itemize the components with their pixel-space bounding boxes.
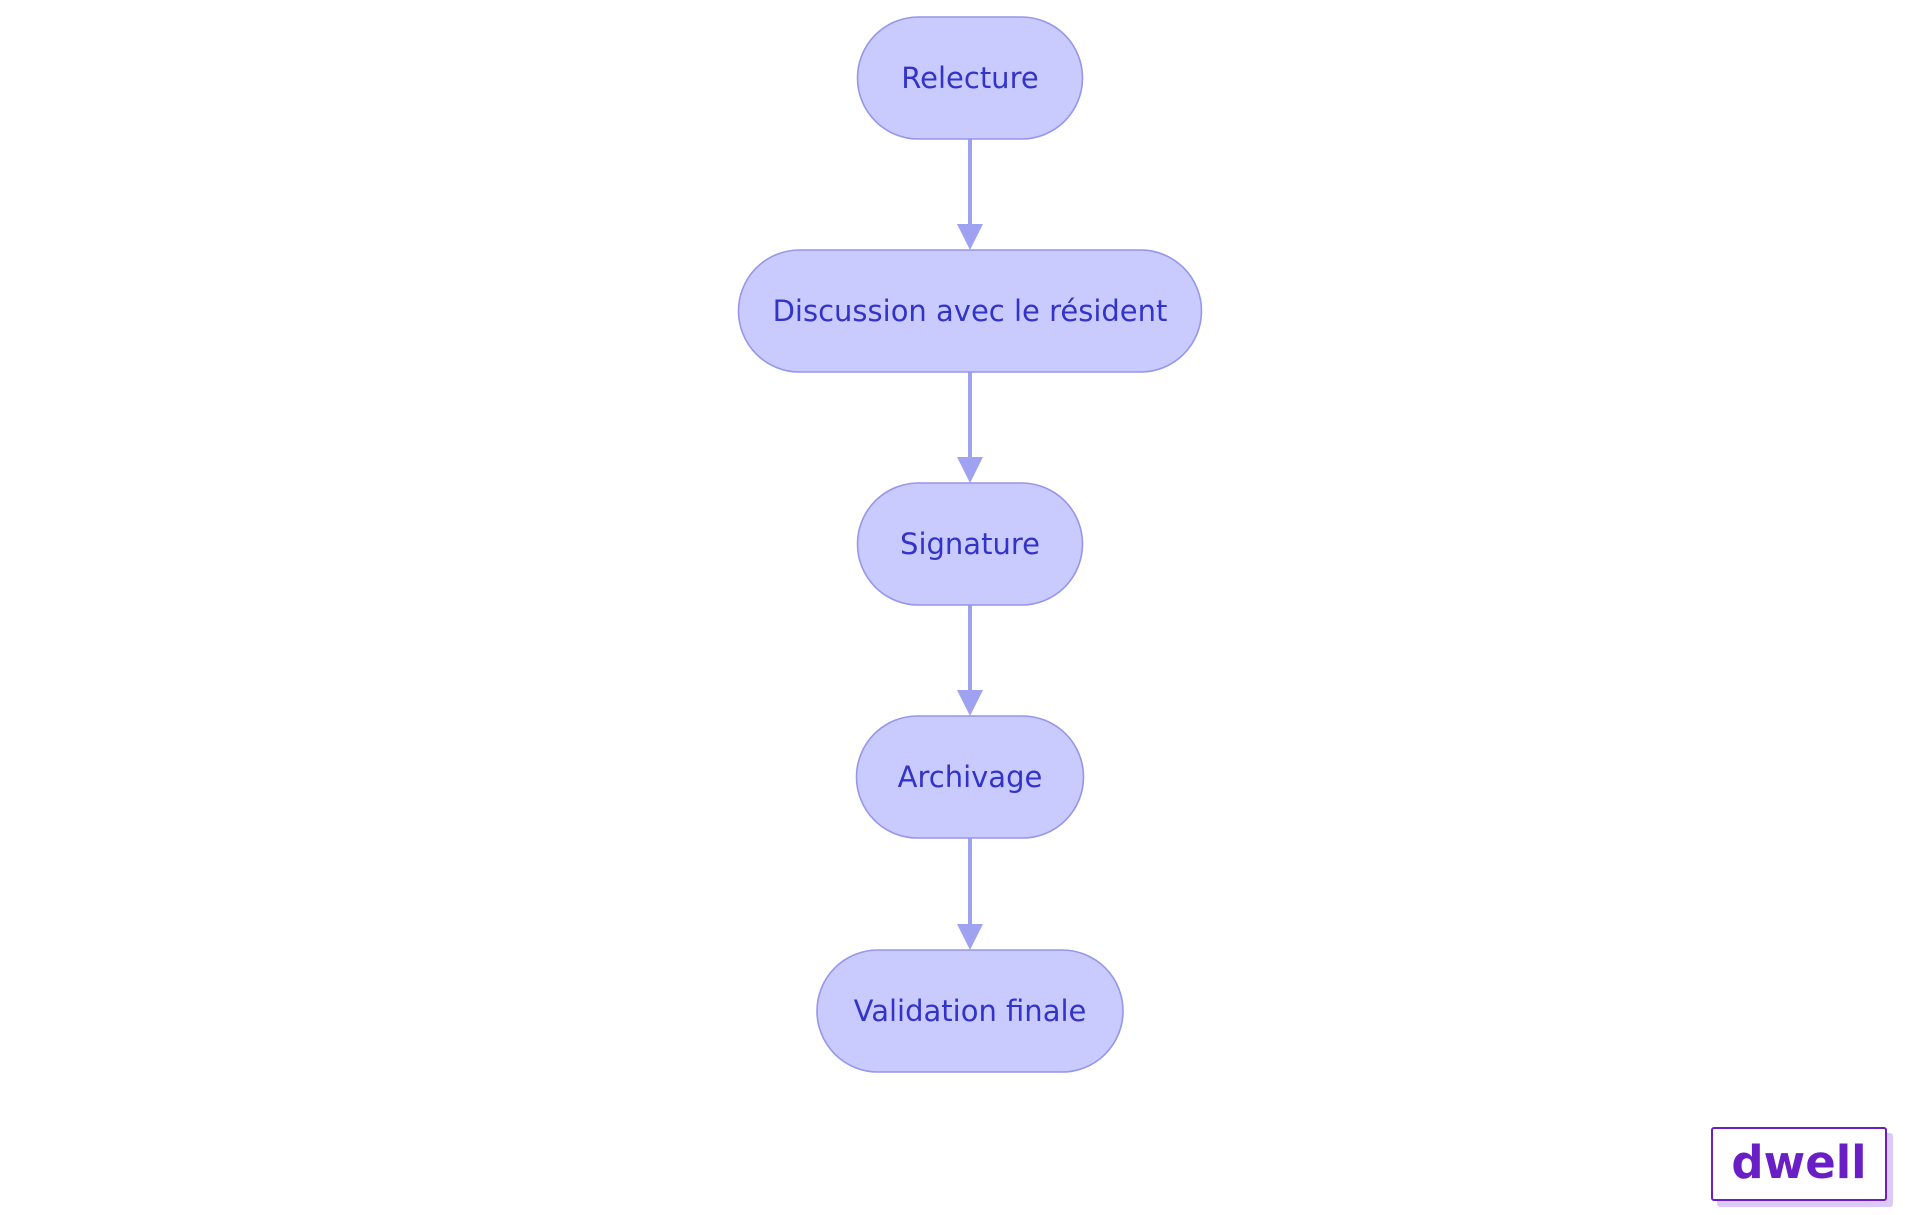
arrowhead-icon xyxy=(957,924,983,950)
dwell-logo: dwell xyxy=(1711,1127,1887,1201)
flowchart-edge xyxy=(957,605,983,716)
flowchart-node: Discussion avec le résident xyxy=(737,249,1203,373)
node-shape xyxy=(856,482,1084,606)
node-shape xyxy=(856,16,1084,140)
flowchart-edge xyxy=(957,838,983,950)
logo-text: dwell xyxy=(1731,1135,1867,1189)
flowchart-edge xyxy=(957,372,983,483)
arrowhead-icon xyxy=(957,224,983,250)
flowchart-node: Archivage xyxy=(855,715,1085,839)
flowchart-edge xyxy=(957,139,983,250)
node-shape xyxy=(737,249,1203,373)
node-label: Signature xyxy=(900,527,1040,561)
node-label: Discussion avec le résident xyxy=(773,294,1168,328)
node-shape xyxy=(855,715,1085,839)
node-shape xyxy=(816,949,1124,1073)
arrowhead-icon xyxy=(957,457,983,483)
flowchart-node: Relecture xyxy=(856,16,1084,140)
node-label: Validation finale xyxy=(854,994,1087,1028)
node-label: Archivage xyxy=(898,760,1043,794)
node-label: Relecture xyxy=(901,61,1038,95)
arrowhead-icon xyxy=(957,690,983,716)
flowchart-node: Validation finale xyxy=(816,949,1124,1073)
flowchart-edges xyxy=(957,139,983,950)
flowchart-node: Signature xyxy=(856,482,1084,606)
